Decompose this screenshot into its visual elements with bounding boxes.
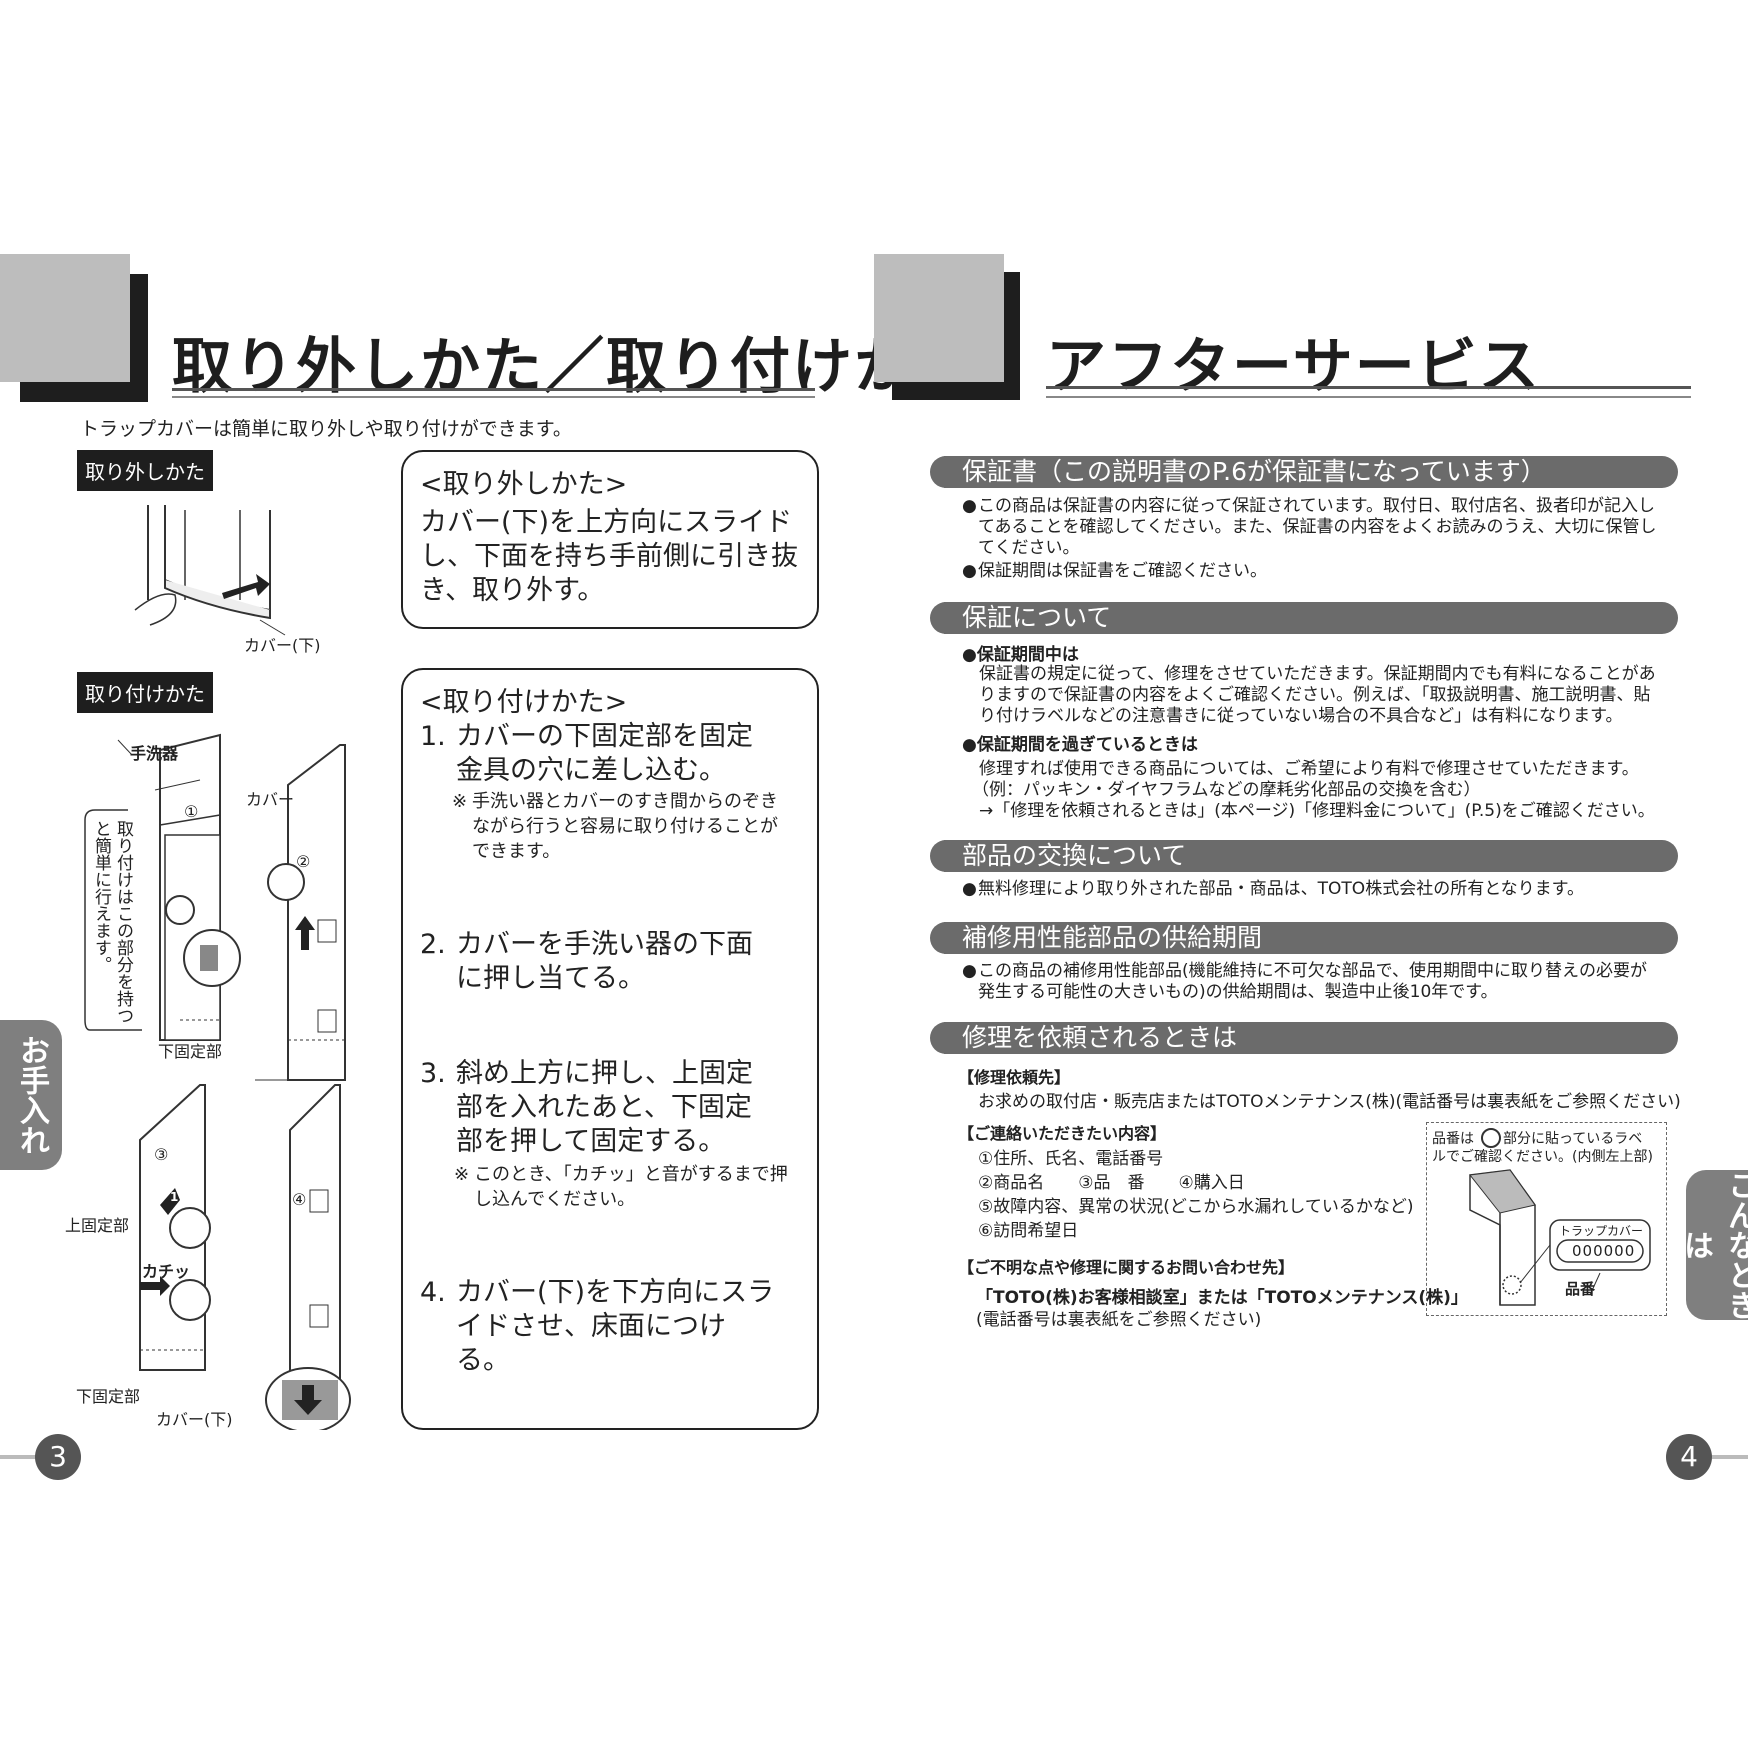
parts-item-1-text: 無料修理により取り外された部品・商品は、TOTO株式会社の所有となります。 (978, 879, 1584, 899)
step-4-number: 4. (420, 1277, 446, 1308)
repair-inquiry-head: 【ご不明な点や修理に関するお問い合わせ先】 (958, 1258, 1295, 1277)
guarantee-after-ref: →「修理を依頼されるときは」(本ページ)「修理料金について」(P.5)をご確認く… (979, 801, 1655, 821)
repair-contact-line-3: ⑤故障内容、異常の状況(どこから水漏れしているかなど) (978, 1197, 1414, 1217)
step-3-note-text: このとき、「カチッ」と音がするまで押し込んでください。 (474, 1164, 788, 1210)
right-page-line (1712, 1455, 1748, 1459)
intro-text: トラップカバーは簡単に取り外しや取り付けができます。 (80, 418, 572, 440)
attach-step-4: 4. カバー(下)を下方向にスライドさせ、床面につける。 (420, 1276, 800, 1376)
label-basin: 手洗器 (130, 744, 179, 763)
repair-dest-text: お求めの取付店・販売店またはTOTOメンテナンス(株)(電話番号は裏表紙をご参照… (978, 1092, 1681, 1112)
label-location-frame (1426, 1122, 1667, 1316)
label-note-1: 品番は (1432, 1131, 1474, 1147)
repair-inquiry-line-1: 「TOTO(株)お客様相談室」または「TOTOメンテナンス(株)」 (976, 1288, 1468, 1308)
left-title-rule-2 (172, 396, 815, 398)
step-2-text: カバーを手洗い器の下面に押し当てる。 (456, 929, 753, 994)
label-n4: ④ (292, 1190, 307, 1209)
label-lower-fix-2: 下固定部 (76, 1387, 141, 1406)
note-mark-3: ※ (454, 1164, 470, 1185)
remove-instruction-box (401, 450, 819, 629)
label-part-number: 品番 (1565, 1280, 1596, 1298)
repair-contact-line-1: ①住所、氏名、電話番号 (978, 1149, 1164, 1169)
attach-step-3: 3. 斜め上方に押し、上固定部を入れたあと、下固定部を押して固定する。 (420, 1057, 800, 1162)
bullet: ● (962, 496, 977, 516)
step-4-text: カバー(下)を下方向にスライドさせ、床面につける。 (456, 1277, 775, 1376)
repair-dest-head: 【修理依頼先】 (958, 1068, 1071, 1087)
attach-box-heading: <取り付けかた> (420, 687, 628, 718)
side-tab-care[interactable]: お手入れ (0, 1020, 62, 1170)
attach-step-2: 2. カバーを手洗い器の下面に押し当てる。 (420, 928, 800, 998)
remove-box-heading: <取り外しかた> (420, 469, 628, 500)
right-title-rule-2 (1046, 396, 1691, 398)
bullet: ● (962, 961, 977, 981)
removal-illustration (134, 505, 286, 636)
label-cover-bottom-1: カバー(下) (244, 636, 321, 655)
side-tab-troubleshooting[interactable]: こんなときは (1678, 1170, 1748, 1320)
band-repair: 修理を依頼されるときは (930, 1022, 1678, 1054)
left-title-rule (172, 388, 815, 391)
band-warranty: 保証書（この説明書のP.6が保証書になっています） (930, 456, 1678, 488)
label-code: 000000 (1572, 1242, 1636, 1260)
trap-cover-diagram (1469, 1169, 1651, 1306)
repair-contact-line-4: ⑥訪問希望日 (978, 1221, 1079, 1241)
repair-contact-line-2: ②商品名 ③品 番 ④購入日 (978, 1173, 1245, 1193)
guarantee-during-head: ●保証期間中は (962, 645, 1079, 665)
label-arrow-2: 2 (144, 1300, 153, 1314)
attach-step-1: 1. カバーの下固定部を固定金具の穴に差し込む。 (420, 720, 800, 790)
step-3-text: 斜め上方に押し、上固定部を入れたあと、下固定部を押して固定する。 (456, 1058, 753, 1157)
note-mark-1: ※ (452, 791, 468, 812)
attach-illustrations (84, 733, 351, 1430)
band-guarantee: 保証について (930, 602, 1678, 634)
supply-item-1-text: この商品の補修用性能部品(機能維持に不可欠な部品で、使用期間中に取り替えの必要が… (978, 961, 1647, 1002)
guarantee-after-example: （例：パッキン・ダイヤフラムなどの摩耗劣化部品の交換を含む） (972, 780, 1481, 800)
left-header-gray-overlay (0, 254, 130, 382)
label-cover: カバー (246, 790, 295, 809)
label-n2: ② (296, 852, 311, 871)
left-page-number: 3 (35, 1434, 81, 1480)
label-note-3: ルでご確認ください。(内側左上部) (1432, 1149, 1653, 1165)
left-page-title: 取り外しかた／取り付けかた (172, 332, 978, 402)
label-upper-fix: 上固定部 (65, 1216, 130, 1235)
label-click: カチッ (142, 1262, 191, 1281)
guarantee-after-head: ●保証期間を過ぎているときは (962, 735, 1198, 755)
remove-tag: 取り外しかた (77, 450, 213, 491)
attach-tag: 取り付けかた (77, 672, 213, 713)
step-1-number: 1. (420, 721, 446, 752)
warranty-item-1-text: この商品は保証書の内容に従って保証されています。取付日、取付店名、扱者印が記入し… (978, 496, 1657, 558)
label-n3: ③ (154, 1145, 169, 1164)
right-title-rule (1046, 386, 1691, 389)
label-arrow-1: 1 (170, 1190, 179, 1204)
label-title: トラップカバー (1559, 1224, 1644, 1238)
label-hold-note: 取り付けはこの部分を持つと簡単に行えます。 (91, 820, 133, 1024)
label-n1: ① (184, 802, 199, 821)
bullet: ● (962, 561, 977, 581)
step-1-note-text: 手洗い器とカバーのすき間からのぞきながら行うと容易に取り付けることができます。 (472, 791, 778, 862)
right-page-title: アフターサービス (1046, 332, 1541, 402)
repair-contact-head: 【ご連絡いただきたい内容】 (958, 1124, 1167, 1143)
label-note-2: 部分に貼っているラベ (1503, 1131, 1643, 1147)
label-cover-bottom-2: カバー(下) (156, 1410, 233, 1429)
guarantee-after-text: 修理すれば使用できる商品については、ご希望により有料で修理させていただきます。 (979, 759, 1639, 779)
right-header-gray-block (874, 254, 1004, 382)
step-2-number: 2. (420, 929, 446, 960)
right-page-number: 4 (1666, 1434, 1712, 1480)
bullet: ● (962, 879, 977, 899)
band-parts: 部品の交換について (930, 840, 1678, 872)
remove-box-body: カバー(下)を上方向にスライドし、下面を持ち手前側に引き抜き、取り外す。 (420, 507, 798, 606)
step-1-text: カバーの下固定部を固定金具の穴に差し込む。 (456, 721, 753, 786)
label-note-circle-icon (1481, 1128, 1501, 1148)
attach-instruction-box (401, 668, 819, 1430)
band-supply: 補修用性能部品の供給期間 (930, 922, 1678, 954)
step-3-number: 3. (420, 1058, 446, 1089)
guarantee-during-text: 保証書の規定に従って、修理をさせていただきます。保証期間内でも有料になることがあ… (979, 664, 1656, 726)
warranty-item-2-text: 保証期間は保証書をご確認ください。 (978, 561, 1267, 581)
repair-inquiry-line-2: (電話番号は裏表紙をご参照ください) (976, 1310, 1262, 1330)
label-lower-fix-1: 下固定部 (158, 1042, 223, 1061)
left-page-line (0, 1455, 40, 1459)
